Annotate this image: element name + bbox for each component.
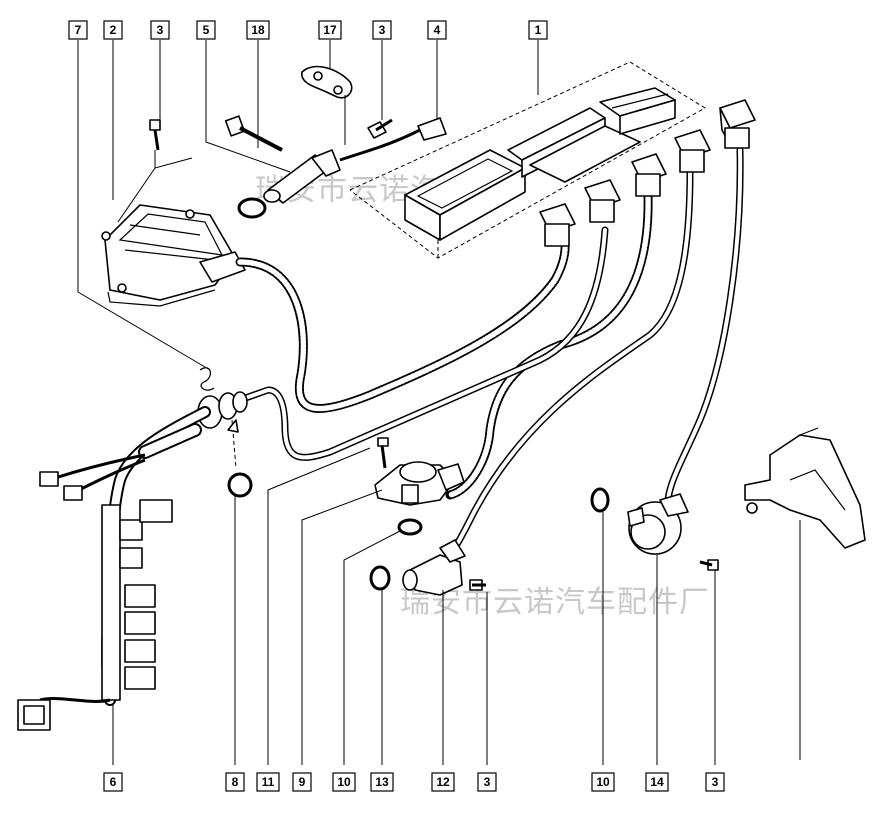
switch-module xyxy=(101,204,246,307)
svg-text:6: 6 xyxy=(110,775,117,789)
callout: 6 xyxy=(103,772,123,792)
bolt xyxy=(149,119,161,151)
speed-sensor-assembly xyxy=(224,65,447,219)
position-sensor xyxy=(402,539,486,596)
svg-text:9: 9 xyxy=(299,775,306,789)
svg-text:3: 3 xyxy=(157,23,164,37)
callout: 9 xyxy=(292,772,312,792)
callout: 12 xyxy=(431,772,455,792)
callout: 14 xyxy=(645,772,669,792)
callout: 8 xyxy=(225,772,245,792)
callout: 3 xyxy=(705,772,725,792)
svg-text:13: 13 xyxy=(375,775,389,789)
svg-text:7: 7 xyxy=(75,23,82,37)
svg-text:8: 8 xyxy=(232,775,239,789)
svg-text:12: 12 xyxy=(436,775,450,789)
callout: 1 xyxy=(528,20,548,40)
callout: 3 xyxy=(150,20,170,40)
svg-text:11: 11 xyxy=(262,775,275,789)
callout: 2 xyxy=(103,20,123,40)
callouts-bottom: 6 8 11 9 10 13 12 3 10 14 3 xyxy=(103,772,725,792)
callout: 3 xyxy=(372,20,392,40)
mounting-bracket xyxy=(744,427,866,549)
callout: 3 xyxy=(477,772,497,792)
callout: 18 xyxy=(246,20,270,40)
svg-text:3: 3 xyxy=(712,775,719,789)
callout: 13 xyxy=(370,772,394,792)
svg-text:2: 2 xyxy=(110,23,117,37)
callout: 4 xyxy=(427,20,447,40)
callouts-top: 7 2 3 5 18 17 3 4 1 xyxy=(68,20,548,40)
svg-text:17: 17 xyxy=(323,23,337,37)
pressure-switch xyxy=(369,437,465,591)
leader-lines xyxy=(77,40,801,765)
callout: 17 xyxy=(318,20,342,40)
svg-text:10: 10 xyxy=(337,775,351,789)
svg-text:5: 5 xyxy=(203,23,210,37)
callout: 5 xyxy=(196,20,216,40)
callout: 11 xyxy=(256,772,280,792)
svg-text:3: 3 xyxy=(484,775,491,789)
callout: 10 xyxy=(591,772,615,792)
callout: 10 xyxy=(332,772,356,792)
callout: 7 xyxy=(68,20,88,40)
svg-text:1: 1 xyxy=(535,23,542,37)
svg-text:3: 3 xyxy=(379,23,386,37)
connector-plugs xyxy=(539,99,756,247)
svg-text:14: 14 xyxy=(650,775,664,789)
connector-housing-group xyxy=(349,61,706,259)
wiring-loom xyxy=(17,406,211,731)
grommet xyxy=(197,367,253,498)
svg-text:10: 10 xyxy=(596,775,610,789)
svg-text:18: 18 xyxy=(251,23,265,37)
svg-text:4: 4 xyxy=(434,23,441,37)
speed-sensor xyxy=(590,487,719,571)
